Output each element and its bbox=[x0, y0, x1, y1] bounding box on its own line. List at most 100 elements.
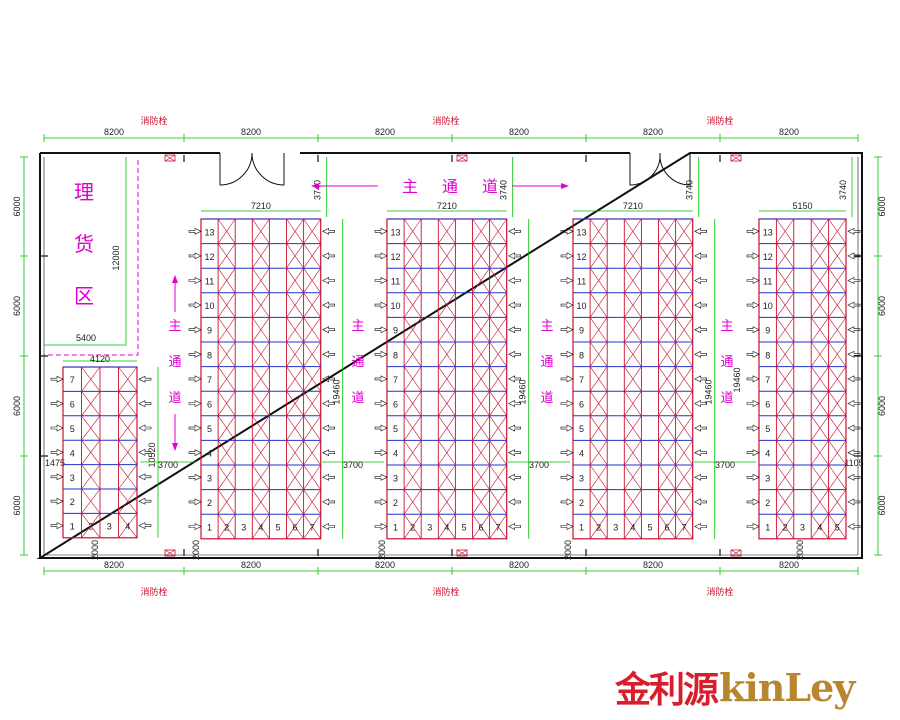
fire-hydrant-icon bbox=[164, 154, 176, 162]
entry-arrow-icon bbox=[746, 375, 760, 383]
rack-bay-label: 4 bbox=[817, 523, 822, 533]
rack-brace bbox=[624, 218, 642, 244]
entry-arrow-icon bbox=[746, 227, 760, 235]
rack-bay-label: 3 bbox=[427, 523, 432, 533]
fire-hydrant-label: 消防栓 bbox=[432, 586, 459, 598]
rack-brace bbox=[810, 317, 829, 343]
entry-arrow-icon bbox=[847, 449, 861, 457]
aisle-gap-label: 3740 bbox=[838, 180, 848, 200]
rack-brace bbox=[658, 317, 676, 343]
rack-level-label: 9 bbox=[393, 326, 398, 336]
rack-brace bbox=[118, 464, 138, 490]
vertical-aisle-label: 主 bbox=[351, 319, 364, 334]
entry-arrow-icon bbox=[374, 400, 388, 407]
rack-brace bbox=[217, 489, 236, 515]
fire-hydrant-label: 消防栓 bbox=[706, 115, 733, 127]
rack-brace bbox=[589, 366, 608, 392]
rack-brace bbox=[828, 292, 847, 318]
stamp-label: 2000 bbox=[191, 540, 201, 560]
fire-hydrant-label: 消防栓 bbox=[140, 586, 167, 598]
rack-level-label: 2 bbox=[207, 498, 212, 508]
top-dim-label: 8200 bbox=[241, 127, 261, 137]
rack-brace bbox=[472, 391, 490, 416]
vertical-aisle-label: 通 bbox=[168, 355, 181, 370]
rack-brace bbox=[438, 317, 456, 343]
rack-brace bbox=[589, 514, 608, 539]
rack-level-label: 9 bbox=[207, 326, 212, 336]
rack-brace bbox=[658, 366, 676, 392]
entry-arrow-icon bbox=[50, 375, 64, 383]
entry-arrow-icon bbox=[188, 424, 202, 432]
rack-brace bbox=[624, 489, 642, 515]
entry-arrow-icon bbox=[322, 277, 335, 284]
rack-brace bbox=[776, 317, 795, 343]
entry-arrow-icon bbox=[374, 277, 388, 284]
rack-length-label: 19460 bbox=[704, 379, 714, 404]
rack-brace bbox=[776, 391, 795, 416]
rack-brace bbox=[624, 440, 642, 466]
rack-brace bbox=[303, 218, 321, 244]
entry-arrow-icon bbox=[560, 400, 574, 407]
rack-brace bbox=[810, 366, 829, 392]
rack-bay-label: 7 bbox=[682, 523, 687, 533]
entry-arrow-icon bbox=[138, 375, 152, 383]
entry-arrow-icon bbox=[694, 449, 707, 457]
rack-brace bbox=[675, 391, 693, 416]
rack-brace bbox=[589, 464, 608, 490]
entry-arrow-icon bbox=[694, 523, 707, 530]
vertical-aisle-label: 主 bbox=[540, 319, 553, 334]
rack-brace bbox=[286, 440, 304, 466]
rack-brace bbox=[118, 440, 138, 465]
entry-arrow-icon bbox=[847, 424, 861, 432]
rack-brace bbox=[217, 391, 236, 416]
rack-brace bbox=[776, 440, 795, 466]
bottom-dim-label: 8200 bbox=[779, 560, 799, 570]
rack-brace bbox=[776, 514, 795, 539]
rack-brace bbox=[489, 514, 507, 539]
rack-level-label: 10 bbox=[391, 301, 401, 311]
rack-level-label: 11 bbox=[577, 277, 586, 287]
entry-arrow-icon bbox=[374, 326, 388, 334]
rack-brace bbox=[828, 415, 847, 441]
entry-arrow-icon bbox=[374, 350, 388, 358]
rack-brace bbox=[828, 391, 847, 416]
entry-arrow-icon bbox=[138, 473, 152, 481]
rack-brace bbox=[658, 268, 676, 293]
rack-brace bbox=[81, 440, 101, 465]
rack-brace bbox=[658, 243, 676, 269]
rack-brace bbox=[810, 292, 829, 318]
rack-brace bbox=[810, 415, 829, 441]
vertical-aisle-label: 主 bbox=[168, 319, 181, 334]
rack-brace bbox=[403, 464, 422, 490]
entry-arrow-icon bbox=[374, 301, 388, 309]
fire-hydrant-icon bbox=[456, 154, 468, 162]
rack-brace bbox=[252, 268, 270, 293]
rack-width-label: 7210 bbox=[437, 201, 457, 211]
rack-brace bbox=[286, 514, 304, 539]
rack-level-label: 7 bbox=[393, 375, 398, 385]
rack-brace bbox=[403, 514, 422, 539]
rack-width-label: 5150 bbox=[792, 201, 812, 211]
rack-level-label: 1 bbox=[70, 522, 75, 532]
entry-arrow-icon bbox=[508, 227, 521, 235]
rack-brace bbox=[118, 391, 138, 416]
rack-level-label: 4 bbox=[393, 449, 398, 459]
building-walls bbox=[36, 152, 863, 559]
entry-arrow-icon bbox=[188, 277, 202, 284]
staging-area-label: 区 bbox=[74, 284, 94, 308]
aisle-gap-label: 3740 bbox=[499, 180, 509, 200]
rack-level-label: 3 bbox=[765, 473, 770, 483]
fire-hydrant-label: 消防栓 bbox=[432, 115, 459, 127]
rack-brace bbox=[81, 415, 101, 441]
rack-brace bbox=[252, 415, 270, 441]
rack-brace bbox=[252, 514, 270, 539]
entry-arrow-icon bbox=[694, 227, 707, 235]
rack-brace bbox=[303, 415, 321, 441]
rack-level-label: 7 bbox=[207, 375, 212, 385]
rack-brace bbox=[810, 514, 829, 539]
logo-chinese: 金利源 bbox=[615, 670, 719, 711]
entry-arrow-icon bbox=[694, 326, 707, 334]
entry-arrow-icon bbox=[694, 498, 707, 506]
